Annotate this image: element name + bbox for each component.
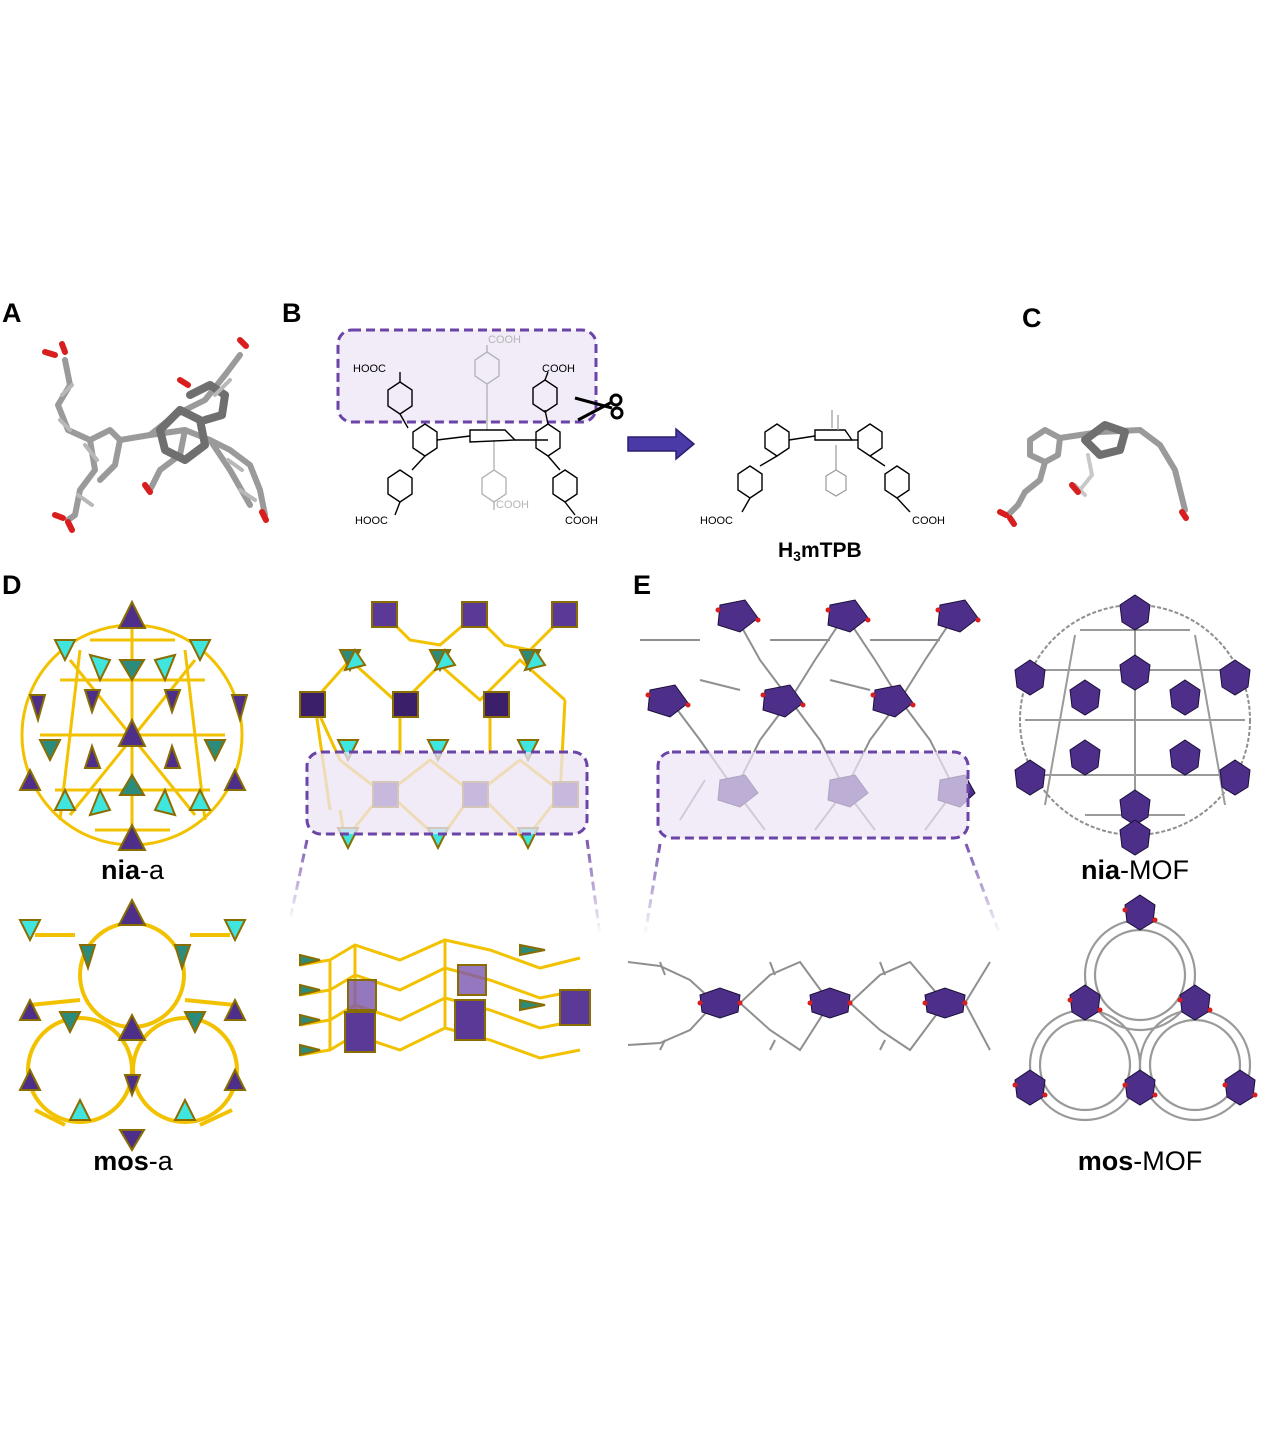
caption-nia-mof-rest: -MOF bbox=[1120, 855, 1189, 885]
panel-a-ligand-model bbox=[42, 337, 269, 533]
highlight-box-b bbox=[336, 328, 598, 424]
caption-nia-a: nia-a bbox=[70, 857, 195, 884]
panel-label-a: A bbox=[2, 298, 22, 328]
panel-d-layer-net bbox=[288, 601, 602, 936]
caption-nia-mof: nia-MOF bbox=[1060, 857, 1210, 884]
panel-d-mos-net bbox=[18, 897, 247, 1152]
panel-label-e: E bbox=[633, 570, 652, 600]
caption-mos-a-bold: mos bbox=[93, 1146, 149, 1176]
panel-label-d: D bbox=[2, 570, 22, 600]
panel-c-ligand-model bbox=[997, 421, 1189, 527]
highlight-box-d bbox=[305, 750, 589, 836]
cooh-label: COOH bbox=[496, 499, 529, 511]
cooh-label: COOH bbox=[488, 334, 521, 346]
panel-d-nia-net bbox=[18, 599, 249, 851]
panel-e-mos-mof bbox=[1012, 894, 1258, 1122]
cooh-label: HOOC bbox=[353, 363, 386, 375]
cooh-label: HOOC bbox=[700, 515, 733, 527]
panel-b-structure: HOOC COOH COOH HOOC COOH COOH bbox=[336, 328, 945, 527]
caption-mos-a-rest: -a bbox=[148, 1146, 173, 1176]
panel-e-framework bbox=[640, 599, 1002, 936]
panel-e-nia-mof bbox=[1014, 594, 1251, 856]
panel-label-b: B bbox=[282, 298, 302, 328]
caption-nia-a-rest: -a bbox=[140, 855, 165, 885]
cooh-label: COOH bbox=[542, 363, 575, 375]
panel-d-side-view bbox=[299, 938, 591, 1060]
ligand-name: H3mTPB bbox=[778, 540, 862, 563]
caption-mos-mof: mos-MOF bbox=[1065, 1148, 1215, 1175]
caption-mos-a: mos-a bbox=[68, 1148, 198, 1175]
cooh-label: HOOC bbox=[355, 515, 388, 527]
arrow-icon bbox=[627, 427, 696, 461]
ligand-name-subscript: 3 bbox=[793, 548, 801, 564]
ligand-name-prefix: H bbox=[778, 539, 794, 562]
caption-mos-mof-rest: -MOF bbox=[1133, 1146, 1203, 1176]
ligand-name-suffix: mTPB bbox=[800, 539, 862, 562]
panel-label-c: C bbox=[1022, 303, 1042, 333]
caption-nia-mof-bold: nia bbox=[1081, 855, 1121, 885]
cooh-label: COOH bbox=[565, 515, 598, 527]
cooh-label: COOH bbox=[912, 515, 945, 527]
scissors-icon bbox=[574, 393, 624, 422]
caption-mos-mof-bold: mos bbox=[1077, 1146, 1134, 1176]
highlight-box-e bbox=[656, 750, 970, 840]
caption-nia-a-bold: nia bbox=[100, 855, 140, 885]
panel-e-side-view bbox=[627, 960, 991, 1052]
